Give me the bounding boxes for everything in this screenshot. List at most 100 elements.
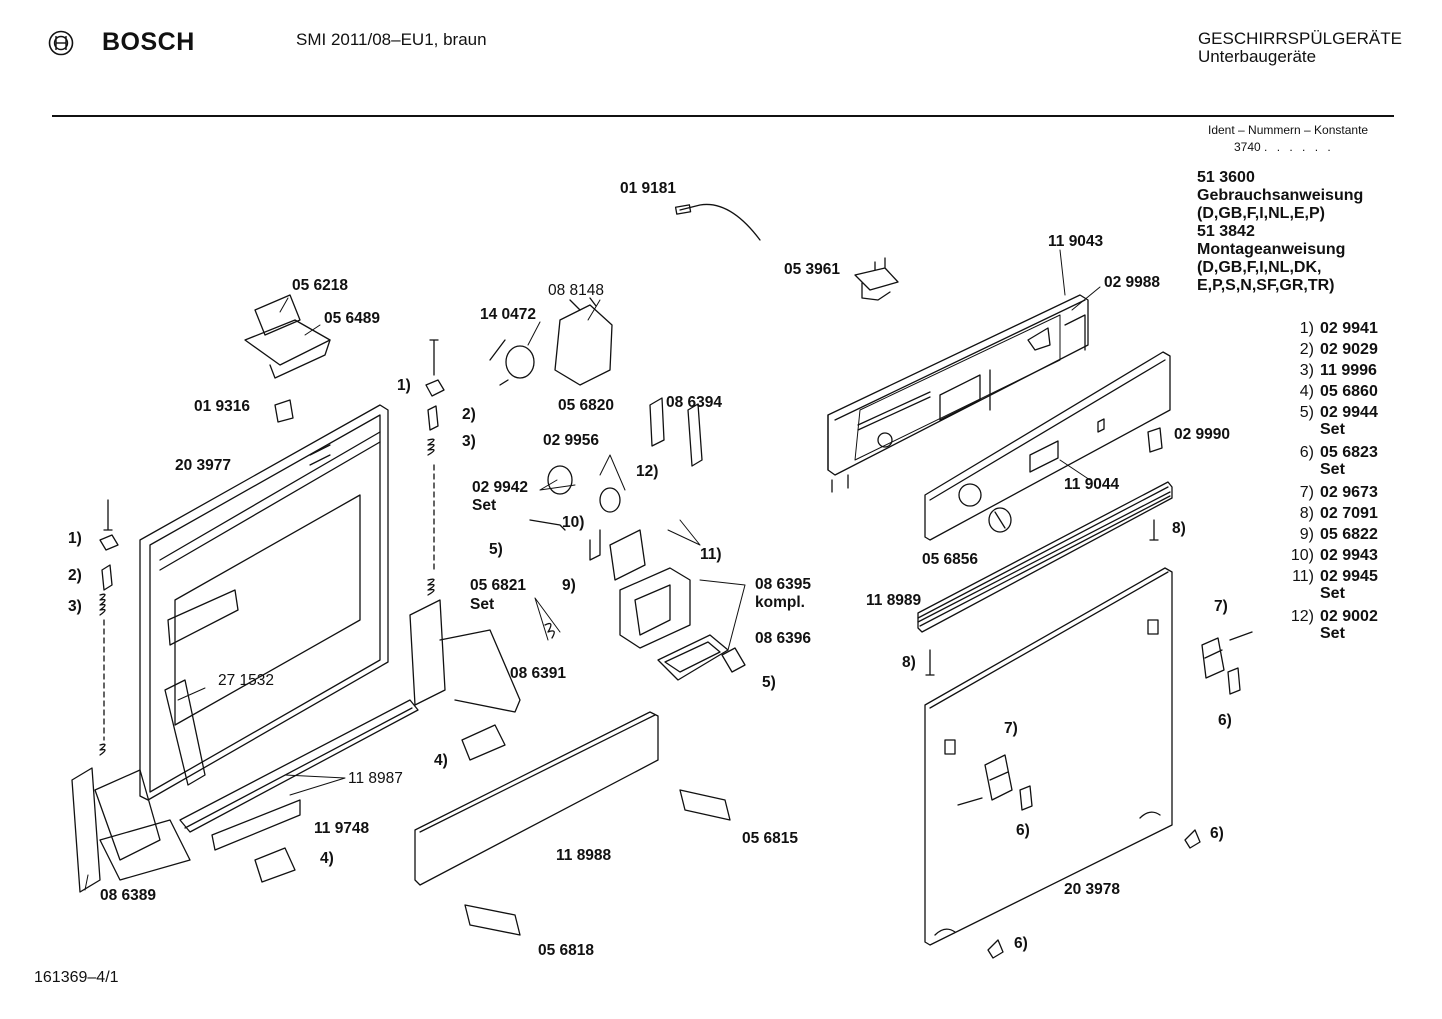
ref-6-bottom: 6) [1014, 935, 1028, 952]
foot-4b [462, 725, 505, 760]
part-056820 [650, 398, 664, 446]
door-lock-086395 [620, 568, 690, 648]
bosch-armature-icon [48, 30, 74, 55]
doc-title: Gebrauchsanweisung [1197, 187, 1364, 204]
callout-056818: 05 6818 [538, 942, 595, 959]
legend-row: 11) 02 9945 [1284, 566, 1378, 587]
legend-ref: 1) [1299, 320, 1314, 337]
ref-12: 12) [636, 463, 659, 480]
control-panel-119043 [828, 295, 1088, 492]
legend-part: 02 9029 [1320, 341, 1378, 358]
legend-row: 10)02 9943 [1284, 545, 1378, 566]
category-line-2: Unterbaugeräte [1197, 47, 1317, 66]
knob-140472 [490, 340, 534, 385]
cable-019181 [676, 204, 760, 240]
legend-ref: 5) [1299, 404, 1314, 421]
bracket-053961 [855, 258, 898, 300]
drawing-number: 161369–4/1 [34, 969, 119, 986]
doc-languages: E,P,S,N,SF,GR,TR) [1197, 277, 1335, 294]
brand-header: BOSCH [48, 28, 195, 57]
hinge-7-center [958, 755, 1032, 810]
legend-part: 02 9943 [1320, 547, 1378, 564]
part-271532 [165, 680, 205, 785]
callout-119748: 11 9748 [314, 820, 370, 837]
hinge-086391 [410, 600, 520, 712]
legend-note: Set [1320, 625, 1345, 642]
ref-7-center: 7) [1004, 720, 1018, 737]
callout-086395: 08 6395 [755, 576, 812, 593]
gasket-086396 [658, 635, 728, 680]
inner-door-203977 [140, 405, 388, 800]
ref-11: 11) [700, 546, 722, 563]
callout-086395-kompl: kompl. [755, 594, 805, 611]
part-5b [722, 648, 745, 672]
legend-ref: 9) [1299, 526, 1314, 543]
legend-part: 05 6823 [1320, 444, 1378, 461]
legend-ref: 11) [1292, 568, 1314, 585]
callout-029990: 02 9990 [1174, 426, 1231, 443]
callout-118988: 11 8988 [556, 847, 612, 864]
part-086394 [688, 404, 702, 466]
category-line-1: GESCHIRRSPÜLGERÄTE [1197, 29, 1402, 48]
bracket-056218 [245, 295, 330, 378]
model-title: SMI 2011/08–EU1, braun [296, 30, 487, 49]
ref-6-right: 6) [1218, 712, 1232, 729]
legend-part: 02 9002 [1320, 608, 1378, 625]
ref-5-left: 5) [489, 541, 503, 558]
legend-part: 02 9944 [1320, 404, 1378, 421]
plinth-118988 [415, 712, 658, 885]
ref-1-center: 1) [397, 377, 411, 394]
legend-part: 02 9673 [1320, 484, 1378, 501]
callout-118987: 11 8987 [348, 770, 403, 787]
leader-lines [85, 250, 1100, 890]
callout-140472: 14 0472 [480, 306, 537, 323]
callout-086394: 08 6394 [666, 394, 723, 411]
legend-ref: 3) [1299, 362, 1314, 379]
callout-088148: 08 8148 [548, 282, 605, 299]
legend-part: 02 9945 [1320, 568, 1378, 585]
door-203978 [925, 568, 1172, 945]
spring-left [100, 500, 118, 755]
legend-ref: 8) [1299, 505, 1314, 522]
legend-part: 02 7091 [1320, 505, 1378, 522]
legend-row: 5) 02 9944 [1284, 402, 1378, 423]
screw-8 [1150, 520, 1158, 540]
doc-languages: (D,GB,F,I,NL,DK, [1197, 259, 1322, 276]
legend-note: Set [1320, 461, 1345, 478]
clip-6b [988, 940, 1003, 958]
ref-5-right: 5) [762, 674, 776, 691]
foot-4a [255, 848, 295, 882]
ref-2-center: 2) [462, 406, 476, 423]
legend-ref: 6) [1299, 444, 1314, 461]
legend-row: 4)05 6860 [1284, 381, 1378, 402]
ref-8-right: 8) [1172, 520, 1186, 537]
callout-019181: 01 9181 [620, 180, 677, 197]
knob-056856 [989, 508, 1011, 532]
legend-part: 05 6822 [1320, 526, 1378, 543]
legend-ref: 2) [1299, 341, 1314, 358]
parts-legend: 1)02 9941 2)02 9029 3)11 9996 4)05 6860 … [1284, 318, 1378, 642]
ident-value: 3740 [1234, 140, 1261, 154]
callout-029956: 02 9956 [543, 432, 600, 449]
category-heading: GESCHIRRSPÜLGERÄTE Unterbaugeräte [1198, 30, 1402, 66]
callout-056815: 05 6815 [742, 830, 799, 847]
callout-056821-set: Set [470, 596, 495, 613]
part-9 [610, 530, 645, 580]
callout-056856: 05 6856 [922, 551, 979, 568]
ref-4-left: 4) [320, 850, 334, 867]
ident-block: Ident – Nummern – Konstante 3740 . . . .… [1208, 122, 1368, 156]
legend-row: 7)02 9673 [1284, 482, 1378, 503]
header-divider [52, 115, 1394, 117]
legend-row: 3)11 9996 [1284, 360, 1378, 381]
clip-6a [1185, 830, 1200, 848]
legend-ref: 12) [1290, 608, 1314, 625]
ref-10: 10) [562, 514, 585, 531]
doc-number: 51 3842 [1197, 223, 1255, 240]
ident-label: Ident – Nummern – Konstante [1208, 123, 1369, 137]
strip-118989 [918, 482, 1172, 632]
bracket-056818 [465, 905, 520, 935]
ref-7-right: 7) [1214, 598, 1228, 615]
doc-number: 51 3600 [1197, 169, 1255, 186]
ref-3-left: 3) [68, 598, 82, 615]
